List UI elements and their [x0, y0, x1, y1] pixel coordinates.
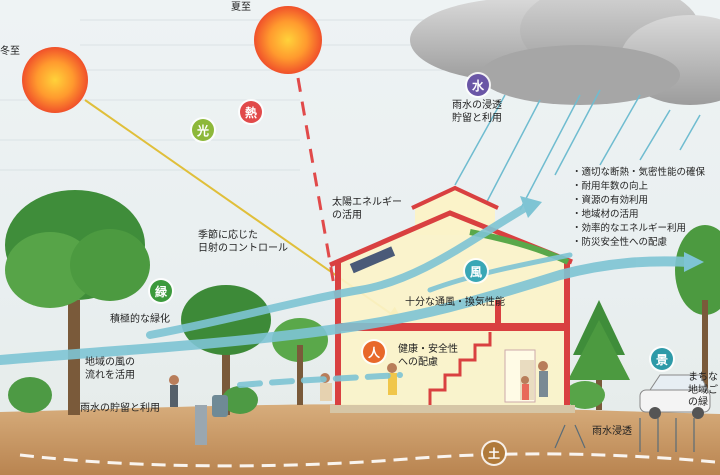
local-wind-label: 地域の風の 流れを活用: [85, 357, 135, 381]
car: [639, 374, 711, 419]
summer-solstice-label: 夏至: [231, 2, 251, 13]
list-item: ・資源の有効利用: [572, 195, 649, 206]
solar-energy-label: 太陽エネルギー の活用: [332, 197, 402, 221]
winter-sun: [22, 47, 88, 113]
house-performance-list: ・適切な断熱・気密性能の確保 ・耐用年数の向上 ・資源の有効利用 ・地域材の活用…: [572, 166, 705, 250]
wind-arrowhead-right: [684, 252, 704, 272]
list-item: ・防災安全性への配慮: [572, 237, 668, 248]
active-greening-label: 積極的な緑化: [110, 314, 170, 325]
wind-arrowhead-upper: [520, 196, 542, 218]
list-item: ・耐用年数の向上: [572, 181, 649, 192]
rain-storage-tank: [195, 395, 228, 445]
seasonal-sun-label: 季節に応じた 日射のコントロール: [198, 230, 288, 254]
ground: [0, 404, 720, 475]
groundwater-flow: [19, 452, 716, 468]
rain-infiltration-label: 雨水浸透: [592, 426, 632, 437]
health-safety-label: 健康・安全性 への配慮: [398, 344, 458, 368]
list-item: ・効率的なエネルギー利用: [572, 223, 687, 234]
wind-badge: 風: [465, 260, 487, 282]
left-trees: [5, 190, 328, 415]
rain-storage-label: 雨水の貯留と利用: [80, 403, 160, 414]
water-badge: 水: [467, 74, 489, 96]
wind-streams: [0, 201, 695, 388]
summer-sun-ray: [296, 77, 342, 321]
rain-streaks: [454, 89, 701, 216]
house: [329, 185, 575, 413]
right-trees: [565, 225, 720, 410]
winter-solstice-label: 冬至: [0, 46, 20, 57]
light-badge: 光: [192, 119, 214, 141]
people: [169, 361, 548, 407]
rain-infiltration-storage-label: 雨水の浸透 貯留と利用: [452, 100, 502, 124]
landscape-badge: 景: [651, 348, 673, 370]
human-badge: 人: [363, 341, 385, 363]
list-item: ・適切な断熱・気密性能の確保: [572, 167, 706, 178]
rain-cloud: [410, 0, 720, 105]
summer-sun: [254, 6, 322, 74]
soil-badge: 土: [483, 442, 505, 464]
heat-badge: 熱: [240, 101, 262, 123]
town-greenery-label: まちな 地域ご の緑: [688, 372, 718, 408]
infiltration-arrows: [554, 418, 695, 452]
list-item: ・地域材の活用: [572, 209, 639, 220]
green-badge: 緑: [150, 280, 172, 302]
ventilation-label: 十分な通風・換気性能: [405, 297, 505, 308]
